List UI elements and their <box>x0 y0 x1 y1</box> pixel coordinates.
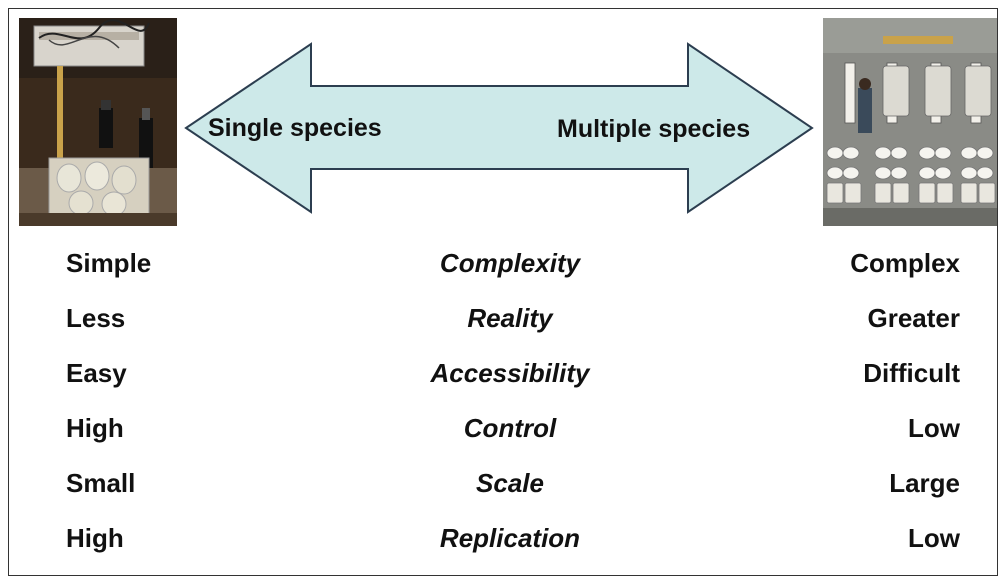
multiple-species-label: Multiple species <box>557 115 751 143</box>
criterion-label: Reality <box>467 303 553 333</box>
comparison-row: Small Scale Large <box>0 468 1008 508</box>
single-species-value: Easy <box>66 358 127 388</box>
criterion-label: Control <box>463 413 557 443</box>
comparison-row: Less Reality Greater <box>0 303 1008 343</box>
single-species-value: High <box>66 413 124 443</box>
multiple-species-value: Low <box>908 523 960 553</box>
lab-bench-aquaria-photo <box>19 18 177 226</box>
criterion-label: Complexity <box>439 248 581 278</box>
criterion-label: Scale <box>476 468 544 498</box>
multiple-species-value: Complex <box>850 248 960 278</box>
multiple-species-value: Low <box>908 413 960 443</box>
multiple-species-value: Greater <box>867 303 961 333</box>
outdoor-mesocosm-tanks-photo <box>823 18 997 226</box>
single-species-value: Small <box>66 468 136 498</box>
multiple-species-value: Difficult <box>863 358 960 388</box>
criterion-label: Replication <box>439 523 581 553</box>
comparison-row: High Control Low <box>0 413 1008 453</box>
comparison-row: High Replication Low <box>0 523 1008 563</box>
single-species-value: Simple <box>66 248 152 278</box>
comparison-row: Easy Accessibility Difficult <box>0 358 1008 398</box>
single-species-value: Less <box>66 303 126 333</box>
criterion-label: Accessibility <box>430 358 590 388</box>
single-species-label: Single species <box>208 114 382 142</box>
multiple-species-value: Large <box>889 468 960 498</box>
single-species-value: High <box>66 523 124 553</box>
arrow-shape <box>184 42 814 214</box>
comparison-row: Simple Complexity Complex <box>0 248 1008 288</box>
